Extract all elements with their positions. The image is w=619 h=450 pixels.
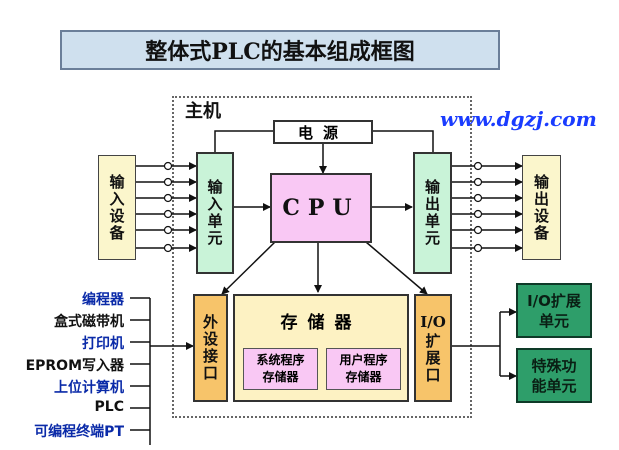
peripheral-programmer: 编程器 <box>82 292 124 308</box>
peripheral-plc: PLC <box>94 399 124 415</box>
host-label: 主机 <box>185 101 221 122</box>
peripheral-host-computer: 上位计算机 <box>54 380 124 396</box>
diagram-title: 整体式PLC的基本组成框图 <box>60 30 500 70</box>
input-device-box: 输入设备 <box>98 155 136 260</box>
peripheral-programmable-terminal: 可编程终端PT <box>34 424 124 440</box>
host-boundary <box>172 96 472 418</box>
memory-box: 存储器 系统程序 存储器 用户程序 存储器 <box>233 294 409 402</box>
peripheral-eprom-writer: EPROM写入器 <box>25 358 124 374</box>
website-url[interactable]: www.dgzj.com <box>440 107 597 131</box>
peripheral-cassette: 盒式磁带机 <box>54 314 124 330</box>
io-port-bottom-label: 扩展口 <box>423 332 442 384</box>
system-program-memory: 系统程序 存储器 <box>243 348 318 390</box>
output-unit-box: 输出单元 <box>413 152 452 274</box>
user-program-memory: 用户程序 存储器 <box>326 348 401 390</box>
memory-title: 存储器 <box>280 313 362 333</box>
io-port-top-label: I/O <box>420 312 446 331</box>
special-function-unit-box: 特殊功 能单元 <box>516 348 592 403</box>
power-supply-box: 电源 <box>273 120 373 144</box>
output-device-box: 输出设备 <box>522 155 561 260</box>
cpu-box: CPU <box>270 173 372 243</box>
io-expansion-unit-box: I/O扩展 单元 <box>516 283 592 338</box>
input-unit-box: 输入单元 <box>196 152 234 274</box>
io-expansion-port-box: I/O 扩展口 <box>414 294 452 402</box>
peripheral-printer: 打印机 <box>82 336 124 352</box>
peripheral-interface-box: 外设接口 <box>193 294 228 402</box>
